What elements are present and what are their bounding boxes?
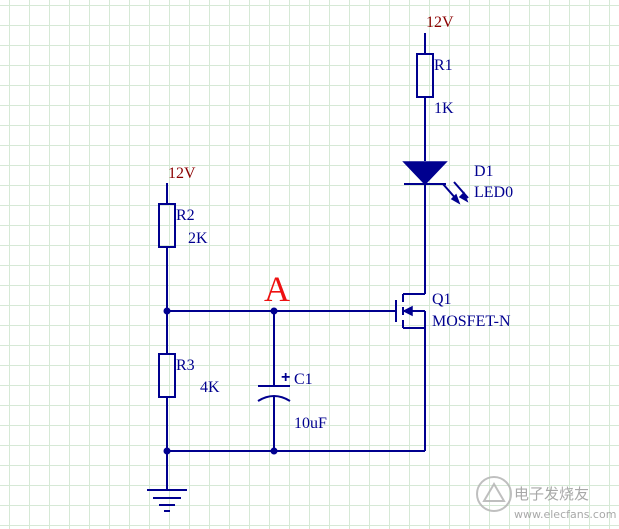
c1-polarity-icon: + — [281, 369, 290, 386]
junction-dot — [270, 447, 278, 455]
r3-designator: R3 — [176, 357, 195, 374]
led-d1: D1 LED0 — [402, 161, 513, 205]
resistor-r1: R1 1K — [416, 53, 454, 117]
r2-value: 2K — [188, 230, 208, 247]
r1-supply-label: 12V — [426, 14, 454, 31]
r2-designator: R2 — [176, 207, 195, 224]
resistor-r3: R3 4K — [158, 353, 220, 398]
ground-icon — [147, 489, 187, 512]
d1-value: LED0 — [474, 184, 513, 201]
q1-value: MOSFET-N — [432, 313, 511, 330]
r1-body — [416, 53, 434, 98]
r3-value: 4K — [200, 379, 220, 396]
r3-body — [158, 353, 176, 398]
r1-designator: R1 — [434, 57, 453, 74]
watermark-brand: 电子发烧友 — [514, 485, 589, 503]
mosfet-q1: Q1 MOSFET-N — [395, 291, 511, 330]
c1-value: 10uF — [294, 415, 327, 432]
watermark: 电子发烧友 www.elecfans.com — [476, 476, 616, 521]
led-triangle — [402, 161, 448, 186]
watermark-logo-icon — [476, 476, 512, 512]
led-emission-arrows-icon — [442, 181, 469, 205]
r2-body — [158, 203, 176, 248]
d1-designator: D1 — [474, 163, 494, 180]
r1-value: 1K — [434, 100, 454, 117]
junction-dot — [163, 447, 171, 455]
node-a-label: A — [264, 269, 290, 309]
junction-dot — [163, 307, 171, 315]
c1-designator: C1 — [294, 371, 313, 388]
r2-supply-label: 12V — [168, 165, 196, 182]
watermark-url: www.elecfans.com — [514, 508, 616, 521]
resistor-r2: R2 2K — [158, 203, 208, 248]
r1-supply-symbol: 12V — [424, 14, 454, 54]
q1-body-arrow-icon — [402, 305, 413, 317]
q1-designator: Q1 — [432, 291, 452, 308]
r2-supply-symbol: 12V — [166, 165, 196, 204]
capacitor-c1: + C1 10uF — [257, 311, 327, 451]
